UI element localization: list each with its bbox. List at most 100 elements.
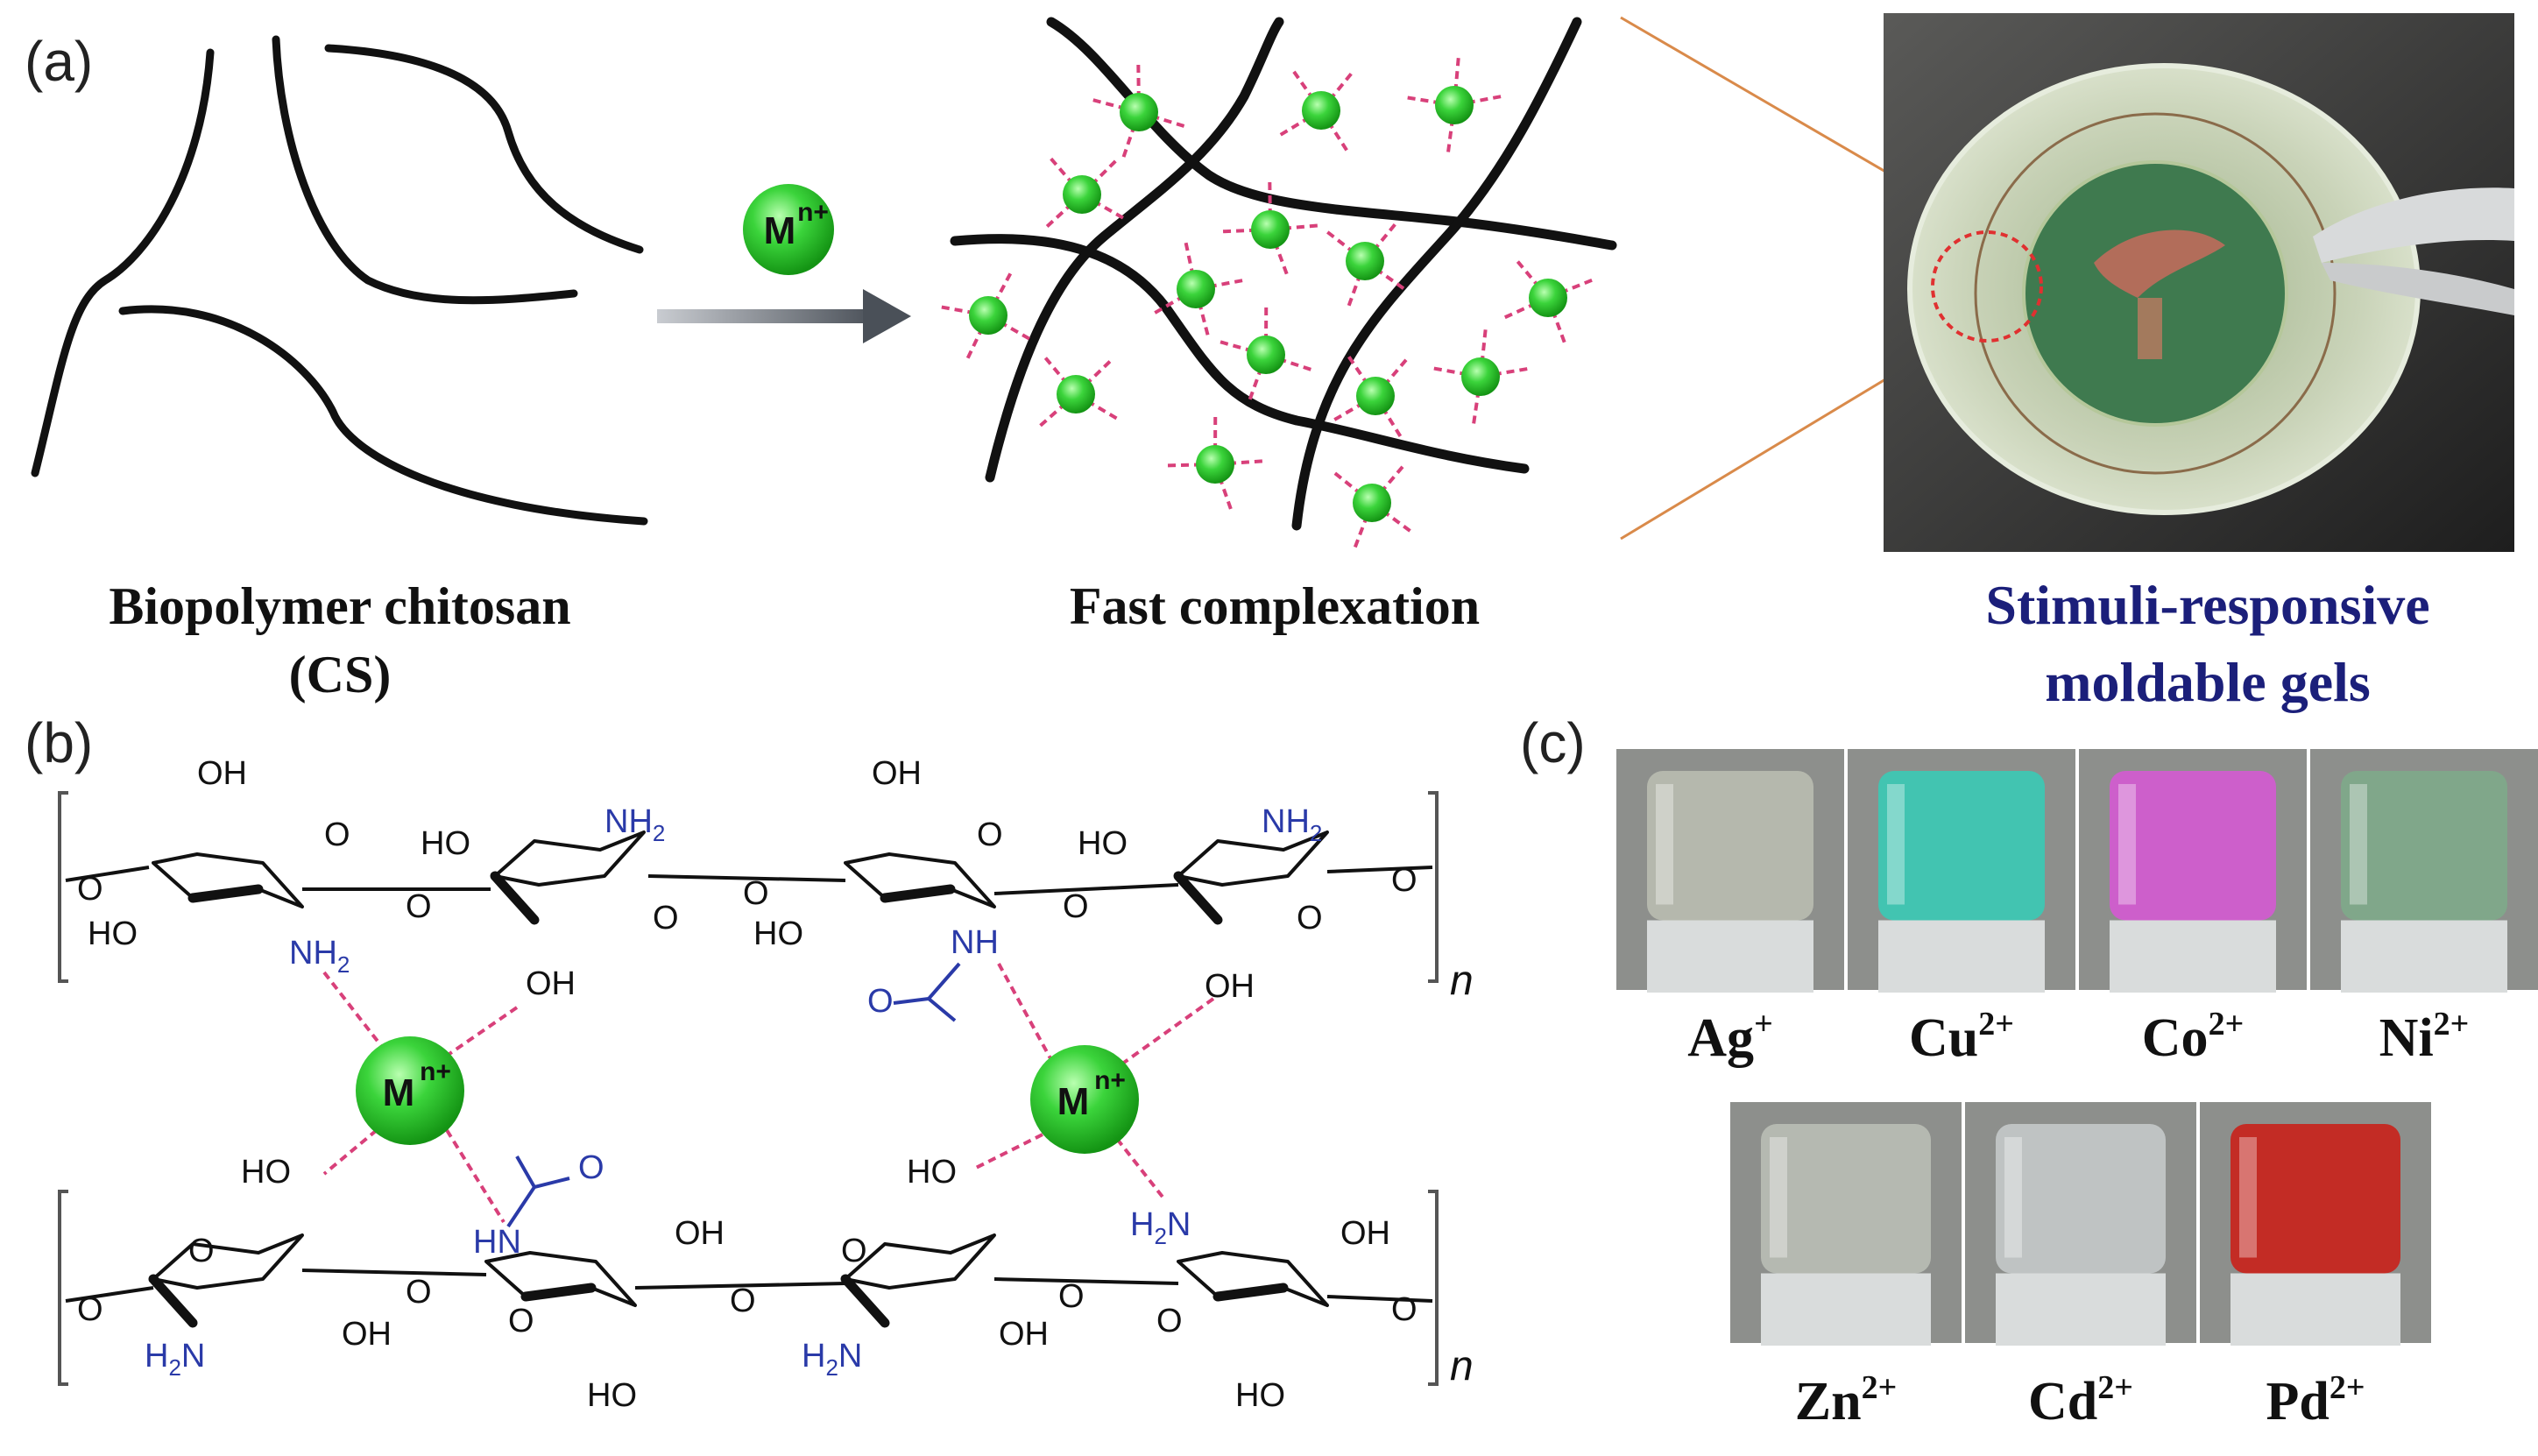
- sugar-ring: [844, 1233, 996, 1290]
- ion-label: Co2+: [2142, 1006, 2244, 1068]
- metal-node: [1501, 258, 1596, 347]
- chitosan-chains: [31, 35, 648, 526]
- nh-label: NH: [951, 924, 999, 961]
- vials-row-2: Zn2+ Cd2+ Pd2+: [1730, 1102, 2431, 1431]
- ho-label: HO: [1078, 825, 1128, 862]
- metal-node: [937, 269, 1034, 363]
- bridge-oxygen: O: [1391, 862, 1417, 899]
- bridge-oxygen: O: [406, 888, 432, 925]
- ring-oxygen: O: [653, 900, 679, 937]
- bridge-oxygen: O: [77, 871, 103, 908]
- bridge-oxygen: O: [1063, 888, 1089, 925]
- sugar-ring: [152, 1233, 304, 1290]
- metal-node: [1323, 220, 1408, 310]
- ion-label: Cd2+: [2028, 1369, 2133, 1431]
- metal-center-1: M n+: [356, 1036, 464, 1145]
- panel-b-label: (b): [25, 711, 93, 774]
- ion-label: Cu2+: [1909, 1006, 2014, 1068]
- bridge-oxygen: O: [1391, 1291, 1417, 1328]
- oh-label: OH: [999, 1316, 1049, 1353]
- metal-node: [1150, 238, 1247, 339]
- bridge-oxygen: O: [77, 1291, 103, 1328]
- nh2-label: NH2: [289, 935, 350, 978]
- ring-oxygen: O: [977, 816, 1003, 853]
- sugar-ring: [493, 830, 646, 887]
- reaction-arrow: [657, 289, 911, 343]
- panel-c-label: (c): [1520, 711, 1586, 774]
- caption-gels-line2: moldable gels: [2045, 651, 2371, 713]
- ring-oxygen: O: [324, 816, 350, 853]
- oh-label: OH: [526, 965, 576, 1002]
- bridge-oxygen: O: [730, 1283, 756, 1319]
- oh-label: OH: [872, 755, 922, 792]
- caption-cs: (CS): [289, 646, 392, 703]
- crosslinked-network: [950, 17, 1617, 531]
- sugar-ring: [844, 852, 996, 908]
- repeat-n-top: n: [1450, 958, 1474, 1004]
- carbonyl-oxygen: O: [578, 1149, 604, 1186]
- repeat-n-bottom: n: [1450, 1343, 1474, 1389]
- sugar-ring: [152, 852, 304, 908]
- h2n-label: H2N: [1130, 1206, 1191, 1249]
- vial-cd: [1965, 1102, 2196, 1346]
- metal-node: [1219, 178, 1321, 279]
- metal-node: [1163, 413, 1267, 513]
- ho-label: HO: [1235, 1377, 1285, 1414]
- metal-center-2: M n+: [1030, 1045, 1139, 1154]
- ion-label: Ag+: [1687, 1006, 1772, 1068]
- ion-label: Pd2+: [2266, 1369, 2365, 1431]
- metal-node: [1089, 60, 1189, 161]
- svg-text:M: M: [383, 1071, 415, 1114]
- caption-complexation: Fast complexation: [1070, 577, 1480, 635]
- metal-node: [1036, 354, 1121, 429]
- ion-label: Zn2+: [1795, 1369, 1898, 1431]
- metal-node: [1331, 463, 1414, 551]
- oh-label: OH: [197, 755, 247, 792]
- vial-ag: [1616, 749, 1844, 993]
- vial-co: [2079, 749, 2307, 993]
- oh-label: OH: [1340, 1215, 1390, 1252]
- ho-label: HO: [241, 1154, 291, 1191]
- metal-node: [1403, 54, 1505, 156]
- metal-node: [1216, 303, 1315, 404]
- ring-oxygen: O: [508, 1303, 534, 1339]
- svg-text:M: M: [764, 209, 796, 252]
- ring-oxygen: O: [1156, 1303, 1183, 1339]
- metal-node: [1430, 326, 1531, 428]
- ho-label: HO: [421, 825, 470, 862]
- metal-nodes: [937, 54, 1596, 551]
- metal-node: [1276, 67, 1355, 154]
- h2n-label: H2N: [802, 1338, 862, 1381]
- ion-label: Ni2+: [2379, 1006, 2470, 1068]
- nh2-label: NH2: [604, 803, 665, 846]
- sugar-ring: [1177, 830, 1329, 887]
- svg-text:n+: n+: [1094, 1066, 1126, 1095]
- carbonyl-oxygen: O: [867, 983, 894, 1020]
- vial-cu: [1848, 749, 2075, 993]
- vial-ni: [2310, 749, 2538, 993]
- vial-pd: [2200, 1102, 2431, 1346]
- bridge-oxygen: O: [406, 1274, 432, 1311]
- panel-a-label: (a): [25, 30, 93, 93]
- oh-label: OH: [675, 1215, 725, 1252]
- svg-text:M: M: [1057, 1080, 1090, 1123]
- metal-node: [1043, 154, 1128, 230]
- svg-text:n+: n+: [420, 1057, 451, 1086]
- gel-photo: [1884, 13, 2514, 552]
- metal-node: [1330, 352, 1410, 441]
- sugar-ring: [484, 1251, 637, 1307]
- svg-text:n+: n+: [797, 198, 829, 227]
- ring-oxygen: O: [841, 1233, 867, 1269]
- sugar-ring: [1177, 1251, 1329, 1307]
- ho-label: HO: [88, 915, 138, 952]
- h2n-label: H2N: [145, 1338, 205, 1381]
- bridge-oxygen: O: [743, 875, 769, 912]
- ho-label: HO: [587, 1377, 637, 1414]
- nh2-label: NH2: [1262, 803, 1322, 846]
- ho-label: HO: [907, 1154, 957, 1191]
- ho-label: HO: [753, 915, 803, 952]
- vials-row-1: Ag+ Cu2+ Co2+ Ni2+: [1616, 749, 2538, 1068]
- caption-chitosan: Biopolymer chitosan: [109, 577, 570, 635]
